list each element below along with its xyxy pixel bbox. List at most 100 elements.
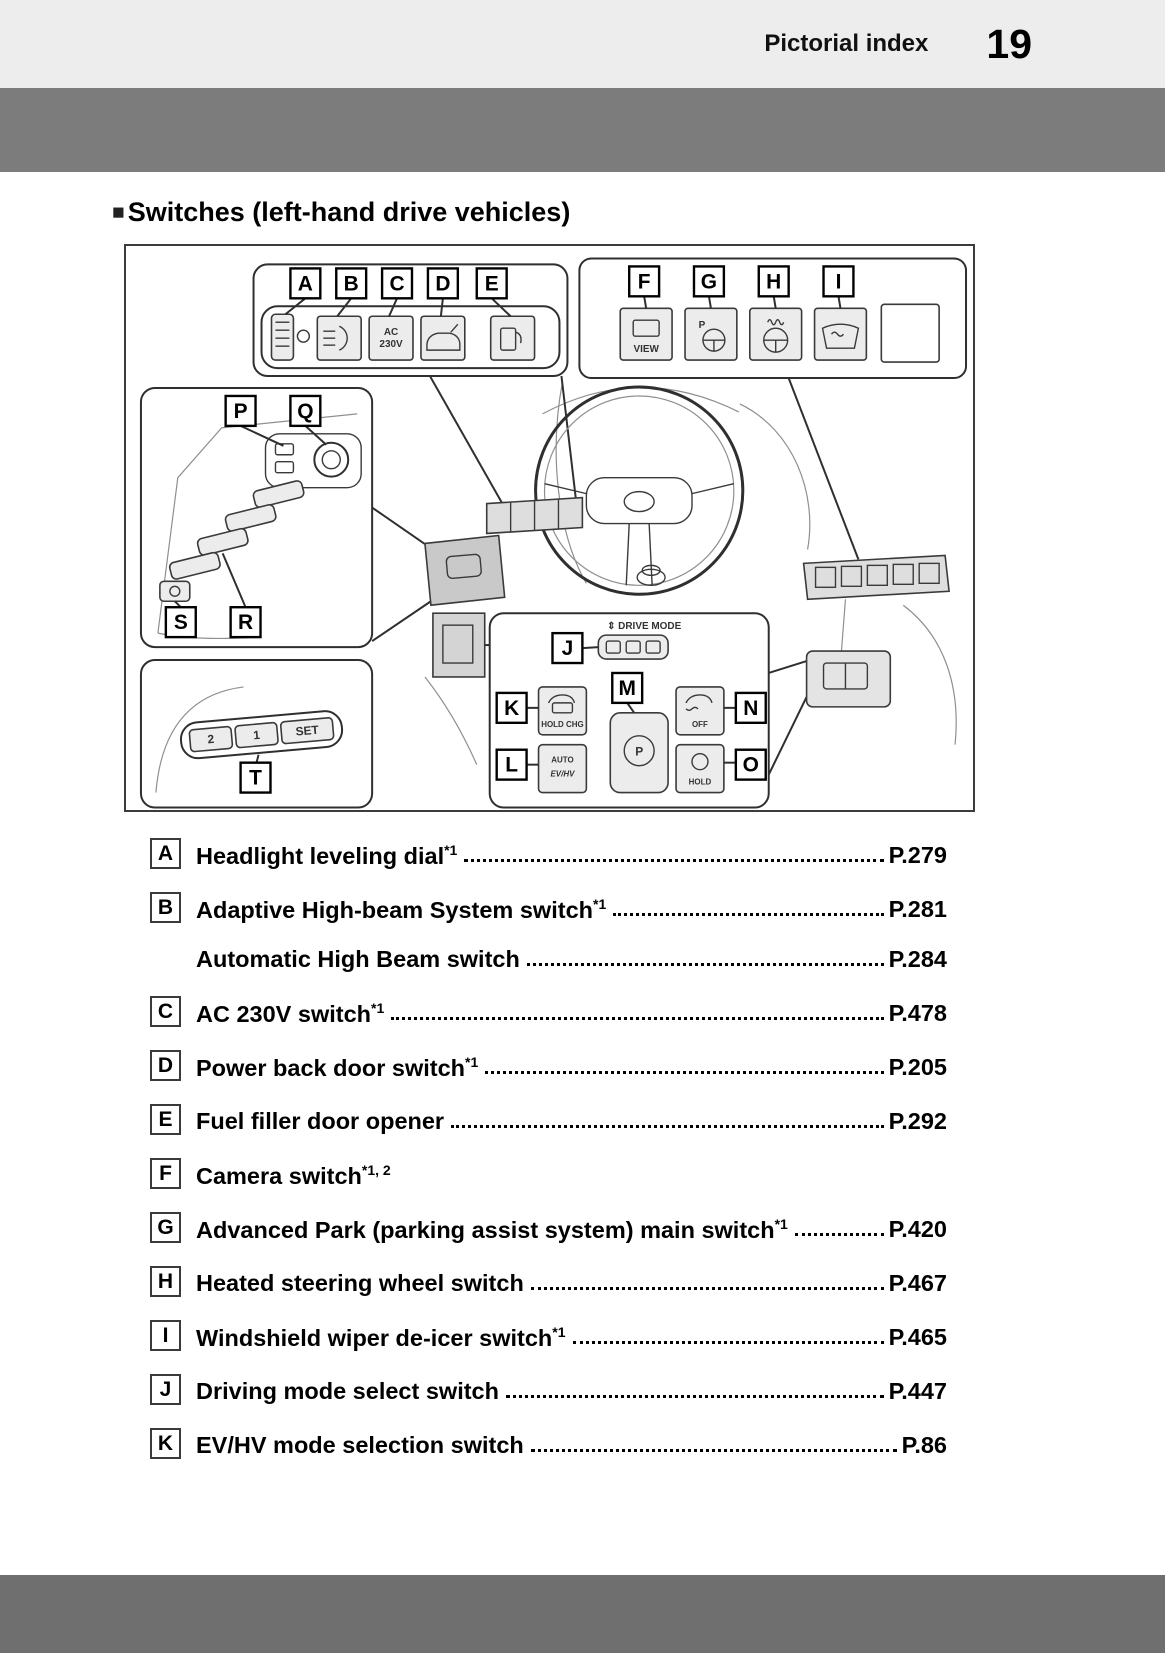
svg-text:H: H <box>766 271 781 294</box>
mirror-control-panel <box>264 433 362 489</box>
page-ref: P.467 <box>888 1270 947 1297</box>
callout-K: K <box>495 692 528 725</box>
seat-memory-panel: 2 1 SET <box>139 659 374 809</box>
ac-voltage-label: 230V <box>379 340 403 351</box>
panel-top-left: AC 230V <box>252 263 578 509</box>
evhv-label: EV/HV <box>550 770 575 779</box>
section-title-text: Switches (left-hand drive vehicles) <box>127 197 571 227</box>
page-ref: P.284 <box>888 946 947 973</box>
page-content: ■ Switches (left-hand drive vehicles) <box>0 172 1165 1460</box>
door-panel <box>139 387 432 649</box>
window-switch <box>196 528 249 557</box>
item-label: Camera switch*1, 2 <box>196 1161 391 1189</box>
dot-leader <box>526 963 884 967</box>
footnote-marker: *1 <box>593 895 607 912</box>
advanced-park-switch <box>684 307 738 362</box>
ac-label: AC <box>384 328 398 339</box>
camera-view-icon <box>632 319 660 338</box>
footer-band <box>0 1575 1165 1653</box>
footnote-marker: *1 <box>774 1215 788 1232</box>
center-console: ⇕ DRIVE MODE HOLD CHG AUTO EV/HV <box>488 612 808 809</box>
page-ref: P.86 <box>901 1432 947 1459</box>
footnote-marker: *1, 2 <box>361 1161 391 1178</box>
index-item-F: F Camera switch*1, 2 <box>150 1158 947 1190</box>
item-label: Heated steering wheel switch <box>196 1270 524 1297</box>
svg-text:D: D <box>435 273 450 296</box>
drive-mode-label: ⇕ DRIVE MODE <box>607 622 682 633</box>
svg-text:I: I <box>836 271 842 294</box>
mirror-knob <box>313 442 350 479</box>
page-ref: P.420 <box>888 1216 947 1243</box>
callout-C: C <box>380 267 414 300</box>
drive-mode-switch <box>597 634 669 661</box>
callout-key-box: I <box>150 1320 181 1352</box>
dot-leader <box>464 859 884 863</box>
page-ref: P.465 <box>888 1324 947 1351</box>
panel-top-right: VIEW P <box>578 257 968 561</box>
page-ref: P.205 <box>888 1054 947 1081</box>
page-ref: P.478 <box>888 1000 947 1027</box>
footnote-marker: *1 <box>371 999 385 1016</box>
page-number: 19 <box>986 20 1032 67</box>
page-header: Pictorial index 19 <box>0 0 1165 88</box>
callout-L: L <box>495 748 528 782</box>
right-side-switches <box>802 554 950 709</box>
section-marker-icon: ■ <box>112 200 125 224</box>
item-label: Fuel filler door opener <box>196 1108 445 1135</box>
park-label: P <box>699 321 706 332</box>
callout-key-box: G <box>150 1212 181 1244</box>
callout-letters: A B C D E F G H I P Q S R T J K L <box>164 265 855 795</box>
dashboard-contours <box>424 382 957 766</box>
item-label: Windshield wiper de-icer switch*1 <box>196 1323 566 1351</box>
svg-text:B: B <box>344 273 359 296</box>
callout-key-box: D <box>150 1050 181 1082</box>
svg-text:Q: Q <box>297 400 313 423</box>
svg-text:K: K <box>504 697 519 720</box>
dot-leader <box>485 1071 884 1075</box>
callout-P: P <box>224 395 257 428</box>
hold-chg-label: HOLD CHG <box>541 720 584 729</box>
callout-key-box: F <box>150 1158 181 1190</box>
fuel-pump-icon <box>499 327 517 352</box>
callout-S: S <box>164 606 197 639</box>
header-band <box>0 88 1165 172</box>
seat-set-label: SET <box>295 723 320 739</box>
empty-switch-slot <box>880 303 940 364</box>
svg-text:G: G <box>701 271 717 294</box>
off-label: OFF <box>692 720 708 729</box>
svg-text:F: F <box>638 271 651 294</box>
ac-230v-switch <box>368 315 414 362</box>
window-switch-insets <box>424 534 506 679</box>
hold-label: HOLD <box>689 778 712 787</box>
power-back-door-switch <box>420 315 466 362</box>
index-item-I: I Windshield wiper de-icer switch*1 P.465 <box>150 1320 947 1352</box>
seat-memory-2-button <box>188 726 234 753</box>
item-label: Headlight leveling dial*1 <box>196 841 458 869</box>
window-switch <box>224 504 277 533</box>
callout-key-box: B <box>150 892 181 924</box>
callout-N: N <box>734 692 767 725</box>
deicer-icon <box>821 323 860 350</box>
index-line: F Camera switch*1, 2 <box>150 1158 947 1190</box>
svg-text:P: P <box>234 400 248 423</box>
footnote-marker: *1 <box>465 1053 479 1070</box>
section-title: ■ Switches (left-hand drive vehicles) <box>112 196 1165 228</box>
callout-M: M <box>611 672 644 705</box>
callout-key-box: E <box>150 1104 181 1136</box>
callout-J: J <box>551 632 584 665</box>
item-label: AC 230V switch*1 <box>196 999 385 1027</box>
callout-E: E <box>475 267 508 300</box>
svg-text:C: C <box>389 273 404 296</box>
